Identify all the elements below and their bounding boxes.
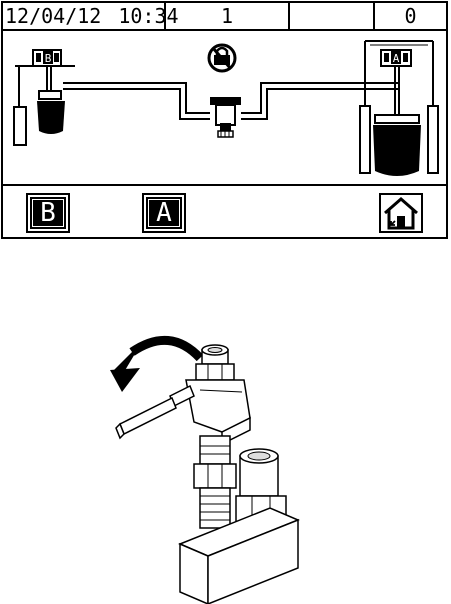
valve-handle — [116, 386, 194, 438]
b-hose-line — [63, 83, 210, 119]
errors-text: 0 — [404, 4, 416, 28]
status-bar: 12/04/12 10:34 1 0 — [3, 3, 446, 31]
valve-body — [186, 380, 250, 444]
system-diagram: B — [3, 31, 446, 184]
lower-stem — [194, 436, 236, 528]
home-button[interactable] — [379, 193, 423, 233]
pump-b-label: B — [45, 52, 52, 65]
valve-illustration — [100, 330, 320, 604]
pump-a-label: A — [393, 52, 400, 65]
bucket-a-icon — [373, 115, 421, 176]
date-text: 12/04/12 — [5, 4, 101, 28]
a-key-label: A — [146, 197, 182, 229]
softkey-bar: B A — [3, 184, 446, 237]
locked-padlock-icon — [209, 45, 235, 71]
control-screen: 12/04/12 10:34 1 0 B — [1, 1, 448, 239]
datetime-cell: 12/04/12 10:34 — [3, 3, 166, 29]
count-text: 1 — [221, 4, 233, 28]
b-side-cylinder — [14, 66, 26, 145]
errors-cell: 0 — [375, 3, 446, 29]
pump-b-icon: B — [33, 50, 61, 91]
dispense-valve-icon — [210, 97, 241, 137]
a-hose-line — [241, 83, 399, 119]
bucket-b-icon — [37, 91, 65, 134]
home-icon — [382, 196, 420, 230]
b-key-label: B — [30, 197, 66, 229]
top-fitting — [196, 345, 234, 380]
count-cell: 1 — [166, 3, 290, 29]
b-key-button[interactable]: B — [26, 193, 70, 233]
blank-cell — [290, 3, 375, 29]
manifold-block — [180, 508, 298, 604]
a-key-button[interactable]: A — [142, 193, 186, 233]
